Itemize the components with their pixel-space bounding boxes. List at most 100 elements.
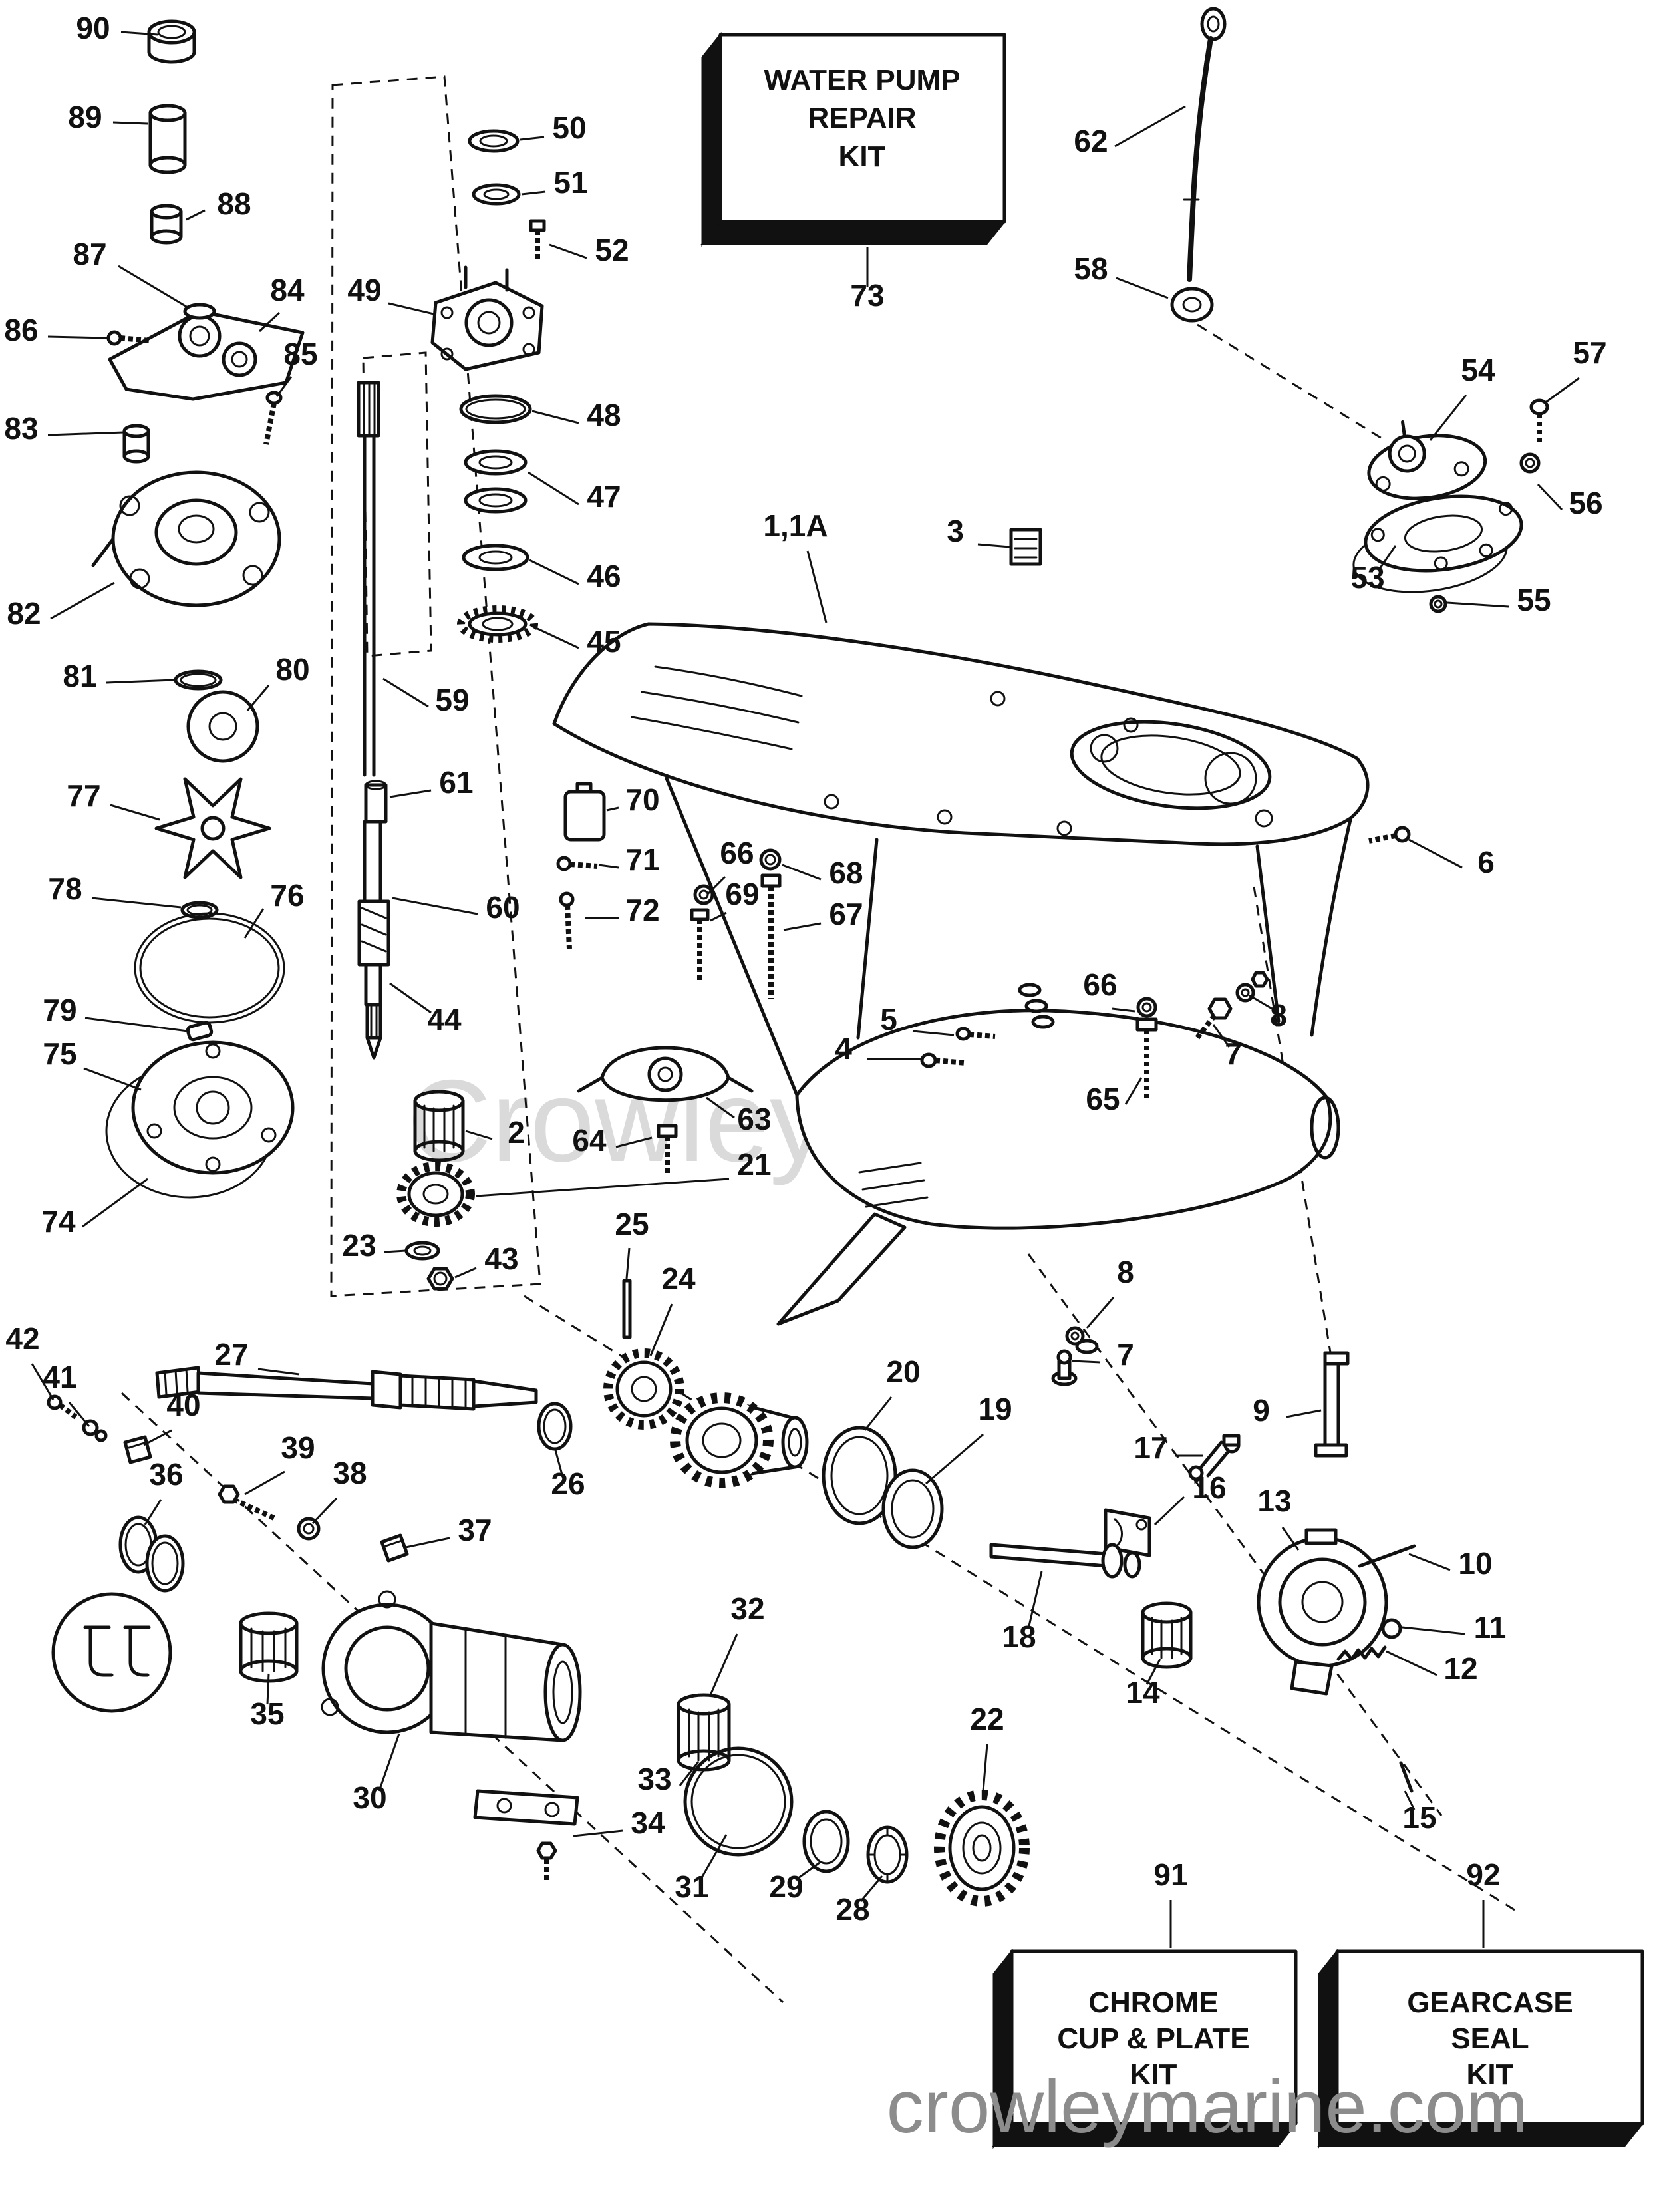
chrome-cup-plate-kit-box: CHROME CUP & PLATE KIT	[991, 1948, 1298, 2149]
callout-33: 33	[637, 1762, 671, 1796]
leader-line-90	[120, 31, 159, 36]
callout-73: 73	[850, 278, 884, 313]
callout-8: 8	[1270, 998, 1287, 1032]
leader-line-53	[1377, 545, 1397, 571]
leader-line-81	[106, 679, 175, 684]
leader-line-55	[1447, 601, 1509, 608]
leader-line-56	[1537, 483, 1563, 511]
callout-5: 5	[880, 1002, 897, 1036]
leader-line-80	[246, 685, 270, 711]
part-61-spacer	[364, 780, 388, 824]
part-17-shift-yoke	[1188, 1434, 1241, 1481]
callout-32: 32	[730, 1591, 764, 1626]
callout-21: 21	[737, 1147, 771, 1182]
callout-34: 34	[631, 1806, 665, 1840]
part-67-bolt	[760, 873, 782, 999]
leader-line-65	[1124, 1077, 1143, 1105]
leader-line-5	[912, 1030, 955, 1036]
leader-line-86	[47, 335, 108, 339]
callout-81: 81	[63, 659, 96, 693]
leader-line-45	[535, 627, 579, 649]
part-14-bearing	[1141, 1601, 1193, 1669]
leader-line-52	[549, 243, 587, 259]
callout-1,1A: 1,1A	[763, 508, 828, 543]
leader-line-29	[795, 1861, 820, 1881]
callout-66: 66	[1083, 967, 1117, 1002]
leader-line-23	[384, 1249, 406, 1253]
leader-line-57	[1544, 377, 1580, 404]
callout-63: 63	[737, 1102, 771, 1136]
part-81-oring	[174, 669, 223, 691]
callout-49: 49	[347, 273, 381, 307]
leader-line-85	[275, 376, 293, 397]
leader-line-66	[706, 875, 726, 895]
part-34-screw	[536, 1841, 557, 1880]
callout-38: 38	[333, 1456, 367, 1490]
part-30-bearing-carrier	[321, 1590, 582, 1826]
part-58-grommet	[1170, 287, 1214, 323]
part-80-cup	[186, 690, 259, 763]
part-43-nut	[426, 1267, 454, 1291]
leader-line-3	[977, 543, 1010, 548]
part-22-reverse-gear	[934, 1790, 1030, 1907]
part-6-screw	[1368, 826, 1411, 844]
callout-83: 83	[4, 411, 38, 446]
callout-74: 74	[41, 1204, 76, 1239]
part-86-screw	[106, 330, 150, 346]
callout-44: 44	[427, 1002, 462, 1036]
callout-6: 6	[1477, 845, 1495, 879]
chrome-kit-line3: KIT	[1130, 2058, 1177, 2091]
callout-57: 57	[1573, 335, 1606, 370]
part-29-washer	[802, 1810, 850, 1873]
part-87-grommet	[183, 303, 216, 320]
leader-line-69	[710, 911, 727, 922]
callout-58: 58	[1074, 251, 1108, 286]
part-52-bolt	[529, 219, 546, 261]
callout-40: 40	[166, 1388, 200, 1422]
callout-15: 15	[1402, 1800, 1436, 1835]
part-45-splined-washer	[457, 605, 538, 643]
chrome-kit-line2: CUP & PLATE	[1057, 2022, 1249, 2055]
callout-31: 31	[675, 1869, 708, 1904]
leader-line-14	[1145, 1659, 1161, 1685]
brand-logo	[51, 1592, 172, 1713]
part-56-washer	[1519, 452, 1541, 474]
leader-line-12	[1386, 1650, 1437, 1676]
part-79-key	[186, 1021, 214, 1042]
part-68-washer	[759, 848, 782, 871]
leader-line-59	[382, 677, 429, 708]
callout-66: 66	[720, 836, 754, 870]
gearcase-kit-line3: KIT	[1467, 2058, 1514, 2091]
leader-line-87	[118, 265, 188, 309]
part-84-bracket	[108, 303, 305, 401]
callout-11: 11	[1474, 1610, 1507, 1645]
callout-35: 35	[250, 1696, 284, 1731]
callout-16: 16	[1192, 1470, 1226, 1505]
callout-62: 62	[1074, 124, 1108, 158]
part-8-washer-right	[1235, 971, 1269, 1003]
callout-39: 39	[281, 1430, 315, 1465]
part-8-washer-lower	[1065, 1326, 1099, 1354]
callout-85: 85	[283, 337, 317, 371]
callout-72: 72	[625, 893, 659, 927]
leader-line-8	[1249, 994, 1273, 1010]
callout-67: 67	[829, 897, 863, 931]
callout-87: 87	[73, 237, 106, 271]
part-15-pin	[1399, 1761, 1414, 1793]
leader-line-31	[700, 1834, 728, 1879]
part-35-bearing	[239, 1611, 299, 1683]
callout-20: 20	[886, 1354, 920, 1389]
callout-7: 7	[1117, 1337, 1134, 1372]
callout-54: 54	[1461, 353, 1495, 387]
gearcase-kit-line2: SEAL	[1451, 2022, 1529, 2055]
leader-line-24	[649, 1303, 673, 1356]
leader-line-25	[625, 1247, 631, 1279]
callout-76: 76	[270, 878, 304, 913]
leader-line-67	[783, 922, 822, 931]
part-49-pump-plate	[430, 265, 544, 371]
part-75-plate	[131, 1040, 295, 1175]
part-89-bushing	[148, 104, 187, 174]
leader-line-71	[598, 864, 619, 869]
callout-2: 2	[508, 1115, 525, 1150]
